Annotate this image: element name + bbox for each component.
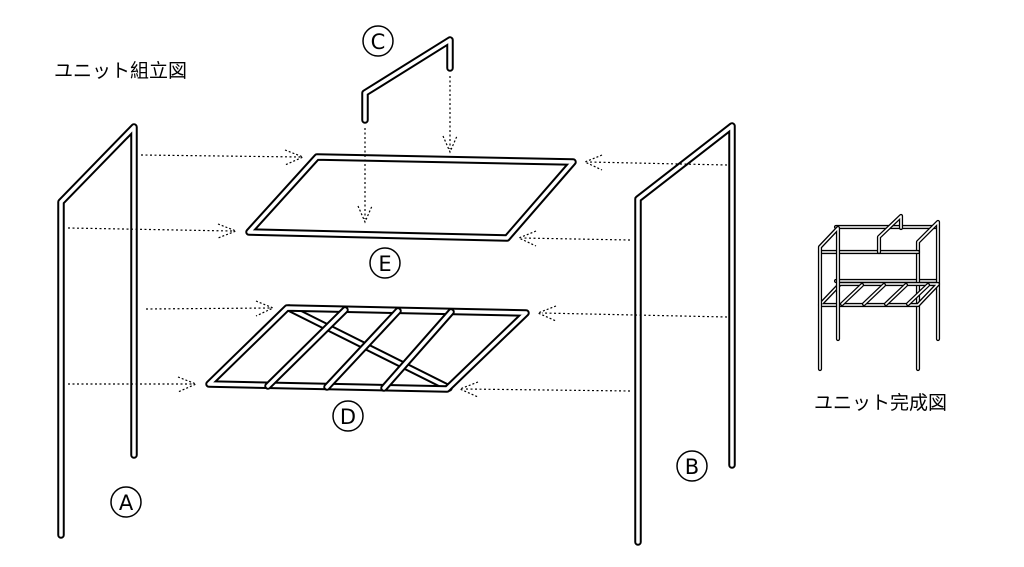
label-c: C xyxy=(362,25,394,57)
label-e: E xyxy=(369,247,401,279)
svg-text:A: A xyxy=(119,491,134,515)
svg-text:C: C xyxy=(371,30,386,54)
assembly-guide-arrows xyxy=(67,76,728,398)
part-c-top-bar xyxy=(361,36,454,124)
label-a: A xyxy=(110,486,142,518)
svg-text:E: E xyxy=(378,252,391,276)
svg-text:D: D xyxy=(340,405,356,429)
part-b-right-frame xyxy=(634,122,736,546)
part-d-slatted-shelf xyxy=(205,304,530,393)
svg-text:B: B xyxy=(685,455,699,479)
label-d: D xyxy=(332,400,364,432)
completed-unit-illustration xyxy=(817,213,941,372)
assembly-diagram-title: ユニット組立図 xyxy=(54,60,187,82)
completed-unit-title: ユニット完成図 xyxy=(814,392,947,414)
label-b: B xyxy=(676,450,708,482)
part-a-left-frame xyxy=(57,123,138,539)
part-e-upper-frame xyxy=(245,153,577,242)
